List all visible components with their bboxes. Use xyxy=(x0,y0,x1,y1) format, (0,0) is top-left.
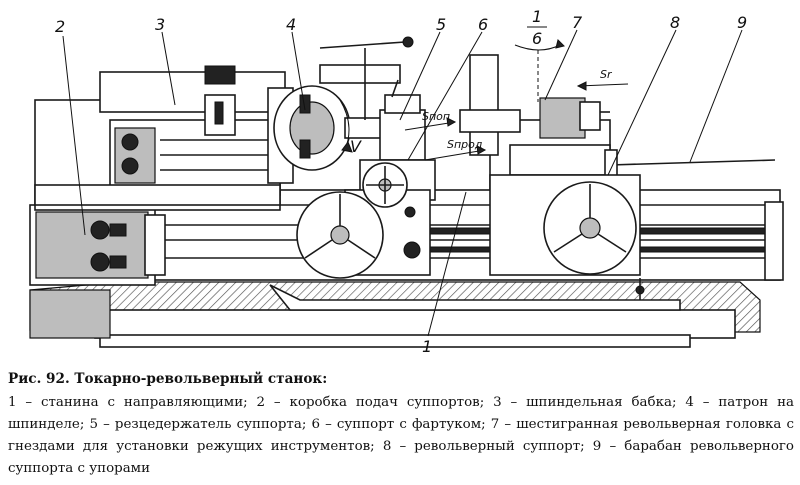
feed-gearbox xyxy=(29,204,166,286)
rotation-indicator xyxy=(514,39,565,102)
label-8: 8 xyxy=(670,13,680,32)
label-1: 1 xyxy=(422,337,432,356)
rotation-fraction: 1 6 xyxy=(527,7,547,48)
label-7: 7 xyxy=(572,13,583,32)
top-handle xyxy=(319,36,414,120)
turret-lathe-drawing: 1 2 3 4 5 6 7 8 9 1 6 V Sпоп Sпрод Sr xyxy=(29,7,784,356)
carriage-handwheel xyxy=(296,191,384,279)
machine-base xyxy=(29,281,761,348)
label-3: 3 xyxy=(155,15,165,34)
label-9: 9 xyxy=(737,13,747,32)
label-longitudinal-feed: Sпрод xyxy=(447,138,483,151)
label-speed-v: V xyxy=(350,137,362,156)
spindle-chuck xyxy=(267,85,386,184)
headstock xyxy=(34,65,286,211)
label-5: 5 xyxy=(436,15,446,34)
label-6: 6 xyxy=(478,15,488,34)
feed-arrows xyxy=(404,81,629,161)
figure-caption: Рис. 92. Токарно-револьверный станок: 1 … xyxy=(8,368,794,480)
caption-text: 1 – станина с направляющими; 2 – коробка… xyxy=(8,395,794,476)
caption-title: Рис. 92. Токарно-револьверный станок: xyxy=(8,371,328,387)
fraction-numerator: 1 xyxy=(532,7,542,26)
label-cross-feed: Sпоп xyxy=(422,110,450,123)
label-2: 2 xyxy=(55,17,65,36)
fraction-denominator: 6 xyxy=(532,29,542,48)
label-4: 4 xyxy=(286,15,296,34)
turret-handwheel xyxy=(543,181,645,300)
leader-lines xyxy=(62,29,743,337)
label-turret-feed: Sr xyxy=(600,68,613,81)
